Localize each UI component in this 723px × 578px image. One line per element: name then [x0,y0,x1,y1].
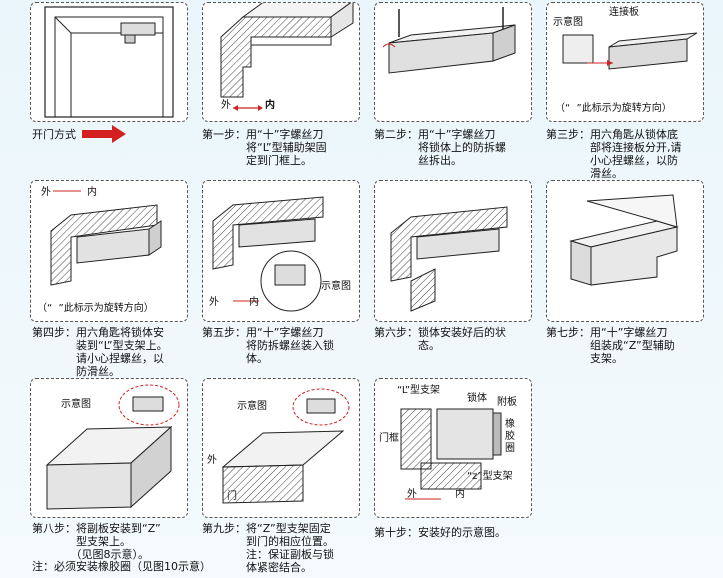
label-rubber-ring: 橡 胶 圈 [505,419,515,454]
panel-step7 [546,180,704,322]
caption-step2: 第二步：用“十”字螺丝刀 将锁体上的防拆螺 丝拆出。 [374,128,506,167]
panel-step4: 外 内 （“ ”此标示为旋转方向） [30,180,188,322]
panel-step6 [374,180,532,322]
label-l-bracket: “L”型支架 [397,385,440,396]
step2-drawing [382,7,516,74]
caption-door-opening: 开门方式 [32,128,76,141]
label-diagram: 示意图 [61,399,91,410]
caption-step1: 第一步：用“十”字螺丝刀 将“L”型辅助架固 定到门框上。 [202,128,327,167]
caption-step6: 第六步：锁体安装好后的状 态。 [374,326,506,352]
panel-door-opening [30,2,188,122]
rotation-note: （“ ”此标示为旋转方向） [37,303,154,314]
label-sub-plate: 附板 [497,397,517,408]
label-inside: 内 [265,100,275,111]
footnote: 注：必须安装橡胶圈（见图10示意） [32,560,211,573]
caption-step10: 第十步：安装好的示意图。 [374,526,506,539]
label-inside: 内 [87,187,97,198]
label-diagram: 示意图 [553,17,583,28]
step10-drawing [400,408,502,500]
step4-drawing [50,190,162,286]
label-outside: 外 [407,489,417,500]
red-arrow-icon [82,125,126,143]
panel-step10: “L”型支架 锁体 附板 门框 橡 胶 圈 “z”型支架 外 内 [374,378,532,518]
label-outside: 外 [41,187,51,198]
label-lock-body: 锁体 [467,393,487,404]
caption-step4: 第四步：用六角匙将锁体安 装到“L”型支架上。 请小心捏螺丝，以 防滑丝。 [32,326,168,378]
panel-step3: 示意图 连接板 （“ ”此标示为旋转方向） [546,2,704,122]
panel-step5: 示意图 外 内 [202,180,360,322]
step9-drawing [221,388,350,504]
step7-drawing [569,194,679,286]
label-inside: 内 [249,297,259,308]
step6-drawing [390,206,508,312]
caption-step8: 第八步：将副板安装到“Z” 型支架上。 （见图8示意）。 [32,522,161,561]
step5-drawing [212,196,324,312]
rotation-note: （“ ”此标示为旋转方向） [555,103,672,114]
panel-step8: 示意图 [30,378,188,518]
step3-drawing [562,32,698,70]
direction-arrows-icon [233,105,263,111]
caption-step3: 第三步：用六角匙从锁体底 部将连接板分开,请 小心捏螺丝，以防 滑丝。 [546,128,682,180]
panel-step1: 外 内 [202,2,360,122]
label-z-bracket: “z”型支架 [467,471,513,482]
step8-drawing [45,384,180,510]
label-outside: 外 [209,297,219,308]
caption-step5: 第五步：用“十”字螺丝刀 将防拆螺丝装入锁 体。 [202,326,334,365]
step1-drawing [220,3,354,98]
caption-step7: 第七步：用“十”字螺丝刀 组装成“Z”型辅助 支架。 [546,326,675,365]
label-connection-plate: 连接板 [609,7,639,18]
label-inside: 内 [455,489,465,500]
door-frame-drawing [44,6,174,118]
label-diagram: 示意图 [321,281,351,292]
label-outside: 外 [207,455,217,466]
label-door: 门 [227,491,237,502]
label-door-frame: 门框 [379,433,399,444]
label-outside: 外 [221,100,231,111]
panel-step9: 示意图 外 门 [202,378,360,518]
label-diagram: 示意图 [237,401,267,412]
caption-step9: 第九步：将“Z”型支架固定 到门的相应位置。 注：保证副板与锁 体紧密结合。 [202,522,334,574]
panel-step2 [374,2,532,122]
